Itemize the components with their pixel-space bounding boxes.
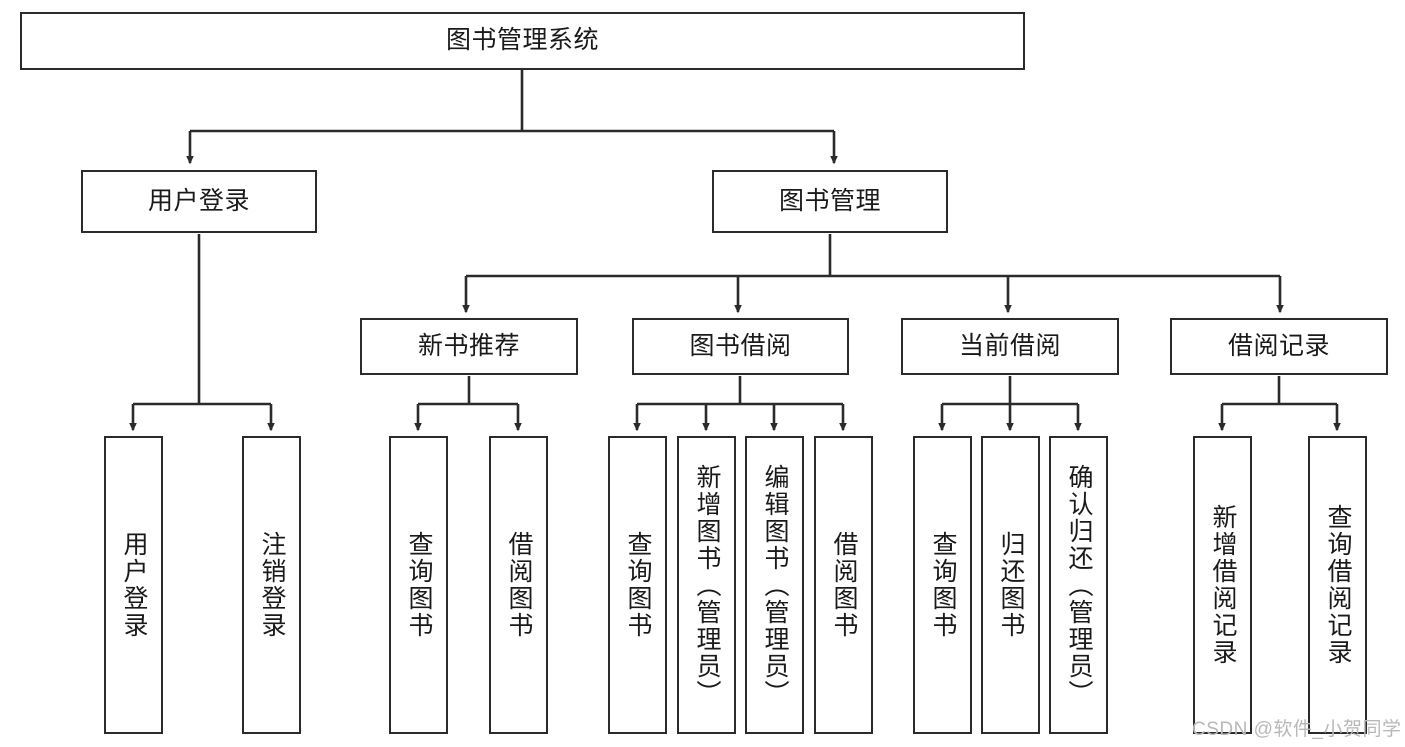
node-label: 查询图书 (929, 531, 957, 639)
node-label: 借阅图书 (505, 531, 533, 639)
node-label: 图书借阅 (689, 331, 792, 360)
watermark-text: CSDN @软件_小贺同学 (1192, 719, 1402, 740)
node-label: 图书管理系统 (445, 26, 599, 55)
node-label: 用户登录 (147, 186, 250, 215)
node-leaf-add-book[interactable]: 新增图书（管理员） (677, 436, 736, 734)
node-borrow-record[interactable]: 借阅记录 (1170, 318, 1388, 375)
node-current-borrow[interactable]: 当前借阅 (901, 318, 1119, 375)
node-label: 确认归还（管理员） (1065, 463, 1093, 707)
node-label: 注销登录 (258, 531, 286, 639)
node-label: 借阅记录 (1227, 331, 1330, 360)
node-label: 编辑图书（管理员） (761, 463, 789, 707)
node-label: 查询借阅记录 (1324, 504, 1352, 666)
node-leaf-add-borrow-record[interactable]: 新增借阅记录 (1193, 436, 1252, 734)
node-leaf-query-book-recommend[interactable]: 查询图书 (389, 436, 448, 734)
node-user-login[interactable]: 用户登录 (81, 170, 317, 233)
node-label: 借阅图书 (830, 531, 858, 639)
node-label: 归还图书 (997, 531, 1025, 639)
node-leaf-user-login[interactable]: 用户登录 (104, 436, 163, 734)
node-label: 图书管理 (778, 186, 881, 215)
node-book-borrow[interactable]: 图书借阅 (632, 318, 849, 375)
node-label: 新书推荐 (417, 331, 520, 360)
node-label: 新增图书（管理员） (693, 463, 721, 707)
node-leaf-confirm-return[interactable]: 确认归还（管理员） (1049, 436, 1108, 734)
node-root-book-management-system[interactable]: 图书管理系统 (20, 12, 1025, 70)
node-leaf-edit-book[interactable]: 编辑图书（管理员） (745, 436, 804, 734)
node-leaf-return-book[interactable]: 归还图书 (981, 436, 1040, 734)
node-leaf-borrow-book[interactable]: 借阅图书 (814, 436, 873, 734)
node-label: 当前借阅 (958, 331, 1061, 360)
node-book-management[interactable]: 图书管理 (712, 170, 948, 233)
node-leaf-user-logout[interactable]: 注销登录 (242, 436, 301, 734)
node-new-book-recommend[interactable]: 新书推荐 (360, 318, 578, 375)
node-label: 查询图书 (624, 531, 652, 639)
node-label: 新增借阅记录 (1209, 504, 1237, 666)
node-leaf-borrow-book-recommend[interactable]: 借阅图书 (489, 436, 548, 734)
node-leaf-query-borrow-record[interactable]: 查询借阅记录 (1308, 436, 1367, 734)
node-label: 用户登录 (120, 531, 148, 639)
node-leaf-query-book-current[interactable]: 查询图书 (913, 436, 972, 734)
node-leaf-query-book-borrow[interactable]: 查询图书 (608, 436, 667, 734)
node-label: 查询图书 (405, 531, 433, 639)
